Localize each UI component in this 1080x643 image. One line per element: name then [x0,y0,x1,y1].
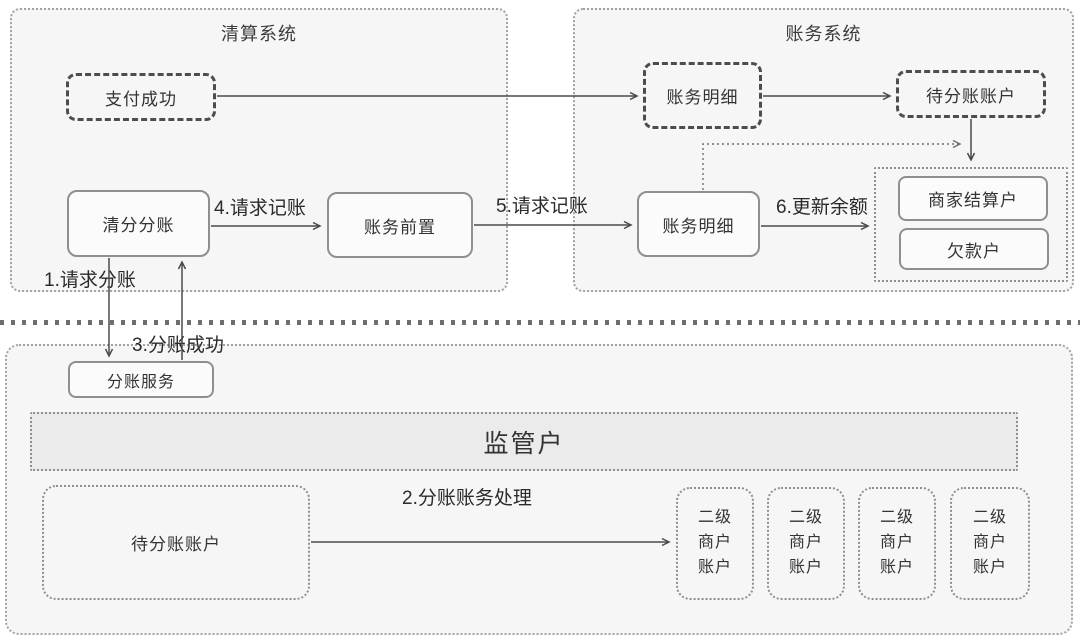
node-acct-front: 账务前置 [327,192,473,258]
sub-merchant-line: 商户 [879,534,914,552]
node-sub-merchant-account-2: 二级 商户 账户 [767,487,845,600]
flow-label-step2: 2.分账账务处理 [402,488,532,509]
system-boundary-divider [0,320,1080,325]
accounts-group-box [874,167,1068,282]
flow-label-step3: 3.分账成功 [132,335,224,356]
node-sub-merchant-account-4: 二级 商户 账户 [950,487,1030,600]
flow-label-step6: 6.更新余额 [776,197,868,218]
flow-label-step4: 4.请求记账 [214,198,306,219]
node-sub-merchant-account-1: 二级 商户 账户 [676,487,754,600]
node-acct-detail-event: 账务明细 [643,62,762,129]
sub-merchant-line: 二级 [697,509,732,527]
sub-merchant-line: 账户 [879,558,914,576]
flow-label-step1: 1.请求分账 [44,270,136,291]
flow-label-step5: 5.请求记账 [496,196,588,217]
node-acct-detail: 账务明细 [637,191,760,257]
sub-merchant-line: 商户 [972,534,1007,552]
sub-merchant-line: 二级 [879,509,914,527]
node-clearing-split: 清分分账 [67,190,210,257]
node-pay-success: 支付成功 [66,73,216,121]
node-supervision-account: 监管户 [30,412,1018,471]
node-pending-split-top: 待分账账户 [896,70,1046,118]
sub-merchant-line: 商户 [697,534,732,552]
node-sub-merchant-account-3: 二级 商户 账户 [858,487,936,600]
sub-merchant-line: 账户 [788,558,823,576]
sub-merchant-line: 商户 [788,534,823,552]
sub-merchant-line: 二级 [788,509,823,527]
sub-merchant-line: 账户 [972,558,1007,576]
sub-merchant-line: 账户 [697,558,732,576]
clearing-system-title: 清算系统 [221,24,297,44]
node-pending-split-bottom: 待分账账户 [42,485,310,600]
sub-merchant-line: 二级 [972,509,1007,527]
node-merchant-settlement: 商家结算户 [898,176,1048,221]
accounting-system-title: 账务系统 [785,24,862,44]
node-split-service: 分账服务 [68,361,214,398]
node-debt-account: 欠款户 [899,228,1049,270]
